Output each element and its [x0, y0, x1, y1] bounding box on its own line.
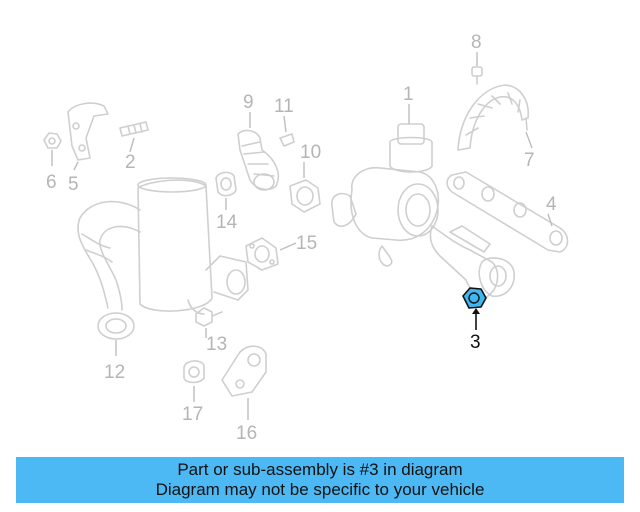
part-12-catalytic-converter[interactable]: [77, 177, 249, 340]
label-part-1: 1: [403, 84, 414, 105]
label-part-8: 8: [471, 32, 482, 53]
parts-diagram: 1 8 7 4 2 5 6 9 11 10 14 15 13 12 17 16 …: [43, 32, 569, 444]
label-part-17: 17: [182, 404, 203, 425]
label-part-3: 3: [470, 332, 481, 353]
part-3-nut[interactable]: [462, 287, 487, 309]
label-part-5: 5: [68, 174, 79, 195]
part-6-nut[interactable]: [43, 132, 62, 149]
label-part-12: 12: [104, 362, 125, 383]
leader-lines: [51, 52, 553, 420]
label-part-11: 11: [274, 96, 294, 117]
part-5-bracket[interactable]: [67, 102, 109, 161]
label-part-6: 6: [46, 172, 57, 193]
label-part-4: 4: [546, 194, 557, 215]
banner-line-1: Part or sub-assembly is #3 in diagram: [177, 460, 463, 479]
part-7-heat-shield[interactable]: [457, 84, 530, 151]
banner-line-2: Diagram may not be specific to your vehi…: [155, 480, 485, 499]
part-11-bolt[interactable]: [279, 133, 295, 147]
part-8-bolt[interactable]: [471, 66, 483, 85]
label-part-10: 10: [300, 142, 321, 163]
label-part-7: 7: [524, 150, 535, 171]
label-part-9: 9: [243, 92, 254, 113]
label-part-15: 15: [296, 233, 317, 254]
part-4-manifold-gasket[interactable]: [446, 171, 569, 253]
part-16-bracket[interactable]: [221, 345, 267, 397]
part-17-nut[interactable]: [183, 360, 205, 384]
info-banner: Part or sub-assembly is #3 in diagram Di…: [16, 457, 624, 503]
part-9-hose[interactable]: [237, 129, 280, 191]
part-2-stud[interactable]: [119, 121, 149, 137]
part-1-turbocharger[interactable]: [330, 123, 515, 299]
part-15-gasket[interactable]: [245, 237, 279, 271]
label-part-13: 13: [206, 334, 227, 355]
part-13-bolt[interactable]: [195, 307, 223, 327]
part-10-gasket[interactable]: [289, 179, 321, 213]
label-part-14: 14: [216, 212, 238, 233]
label-part-2: 2: [125, 152, 136, 173]
part-14-nut[interactable]: [215, 171, 237, 197]
label-part-16: 16: [236, 423, 257, 444]
